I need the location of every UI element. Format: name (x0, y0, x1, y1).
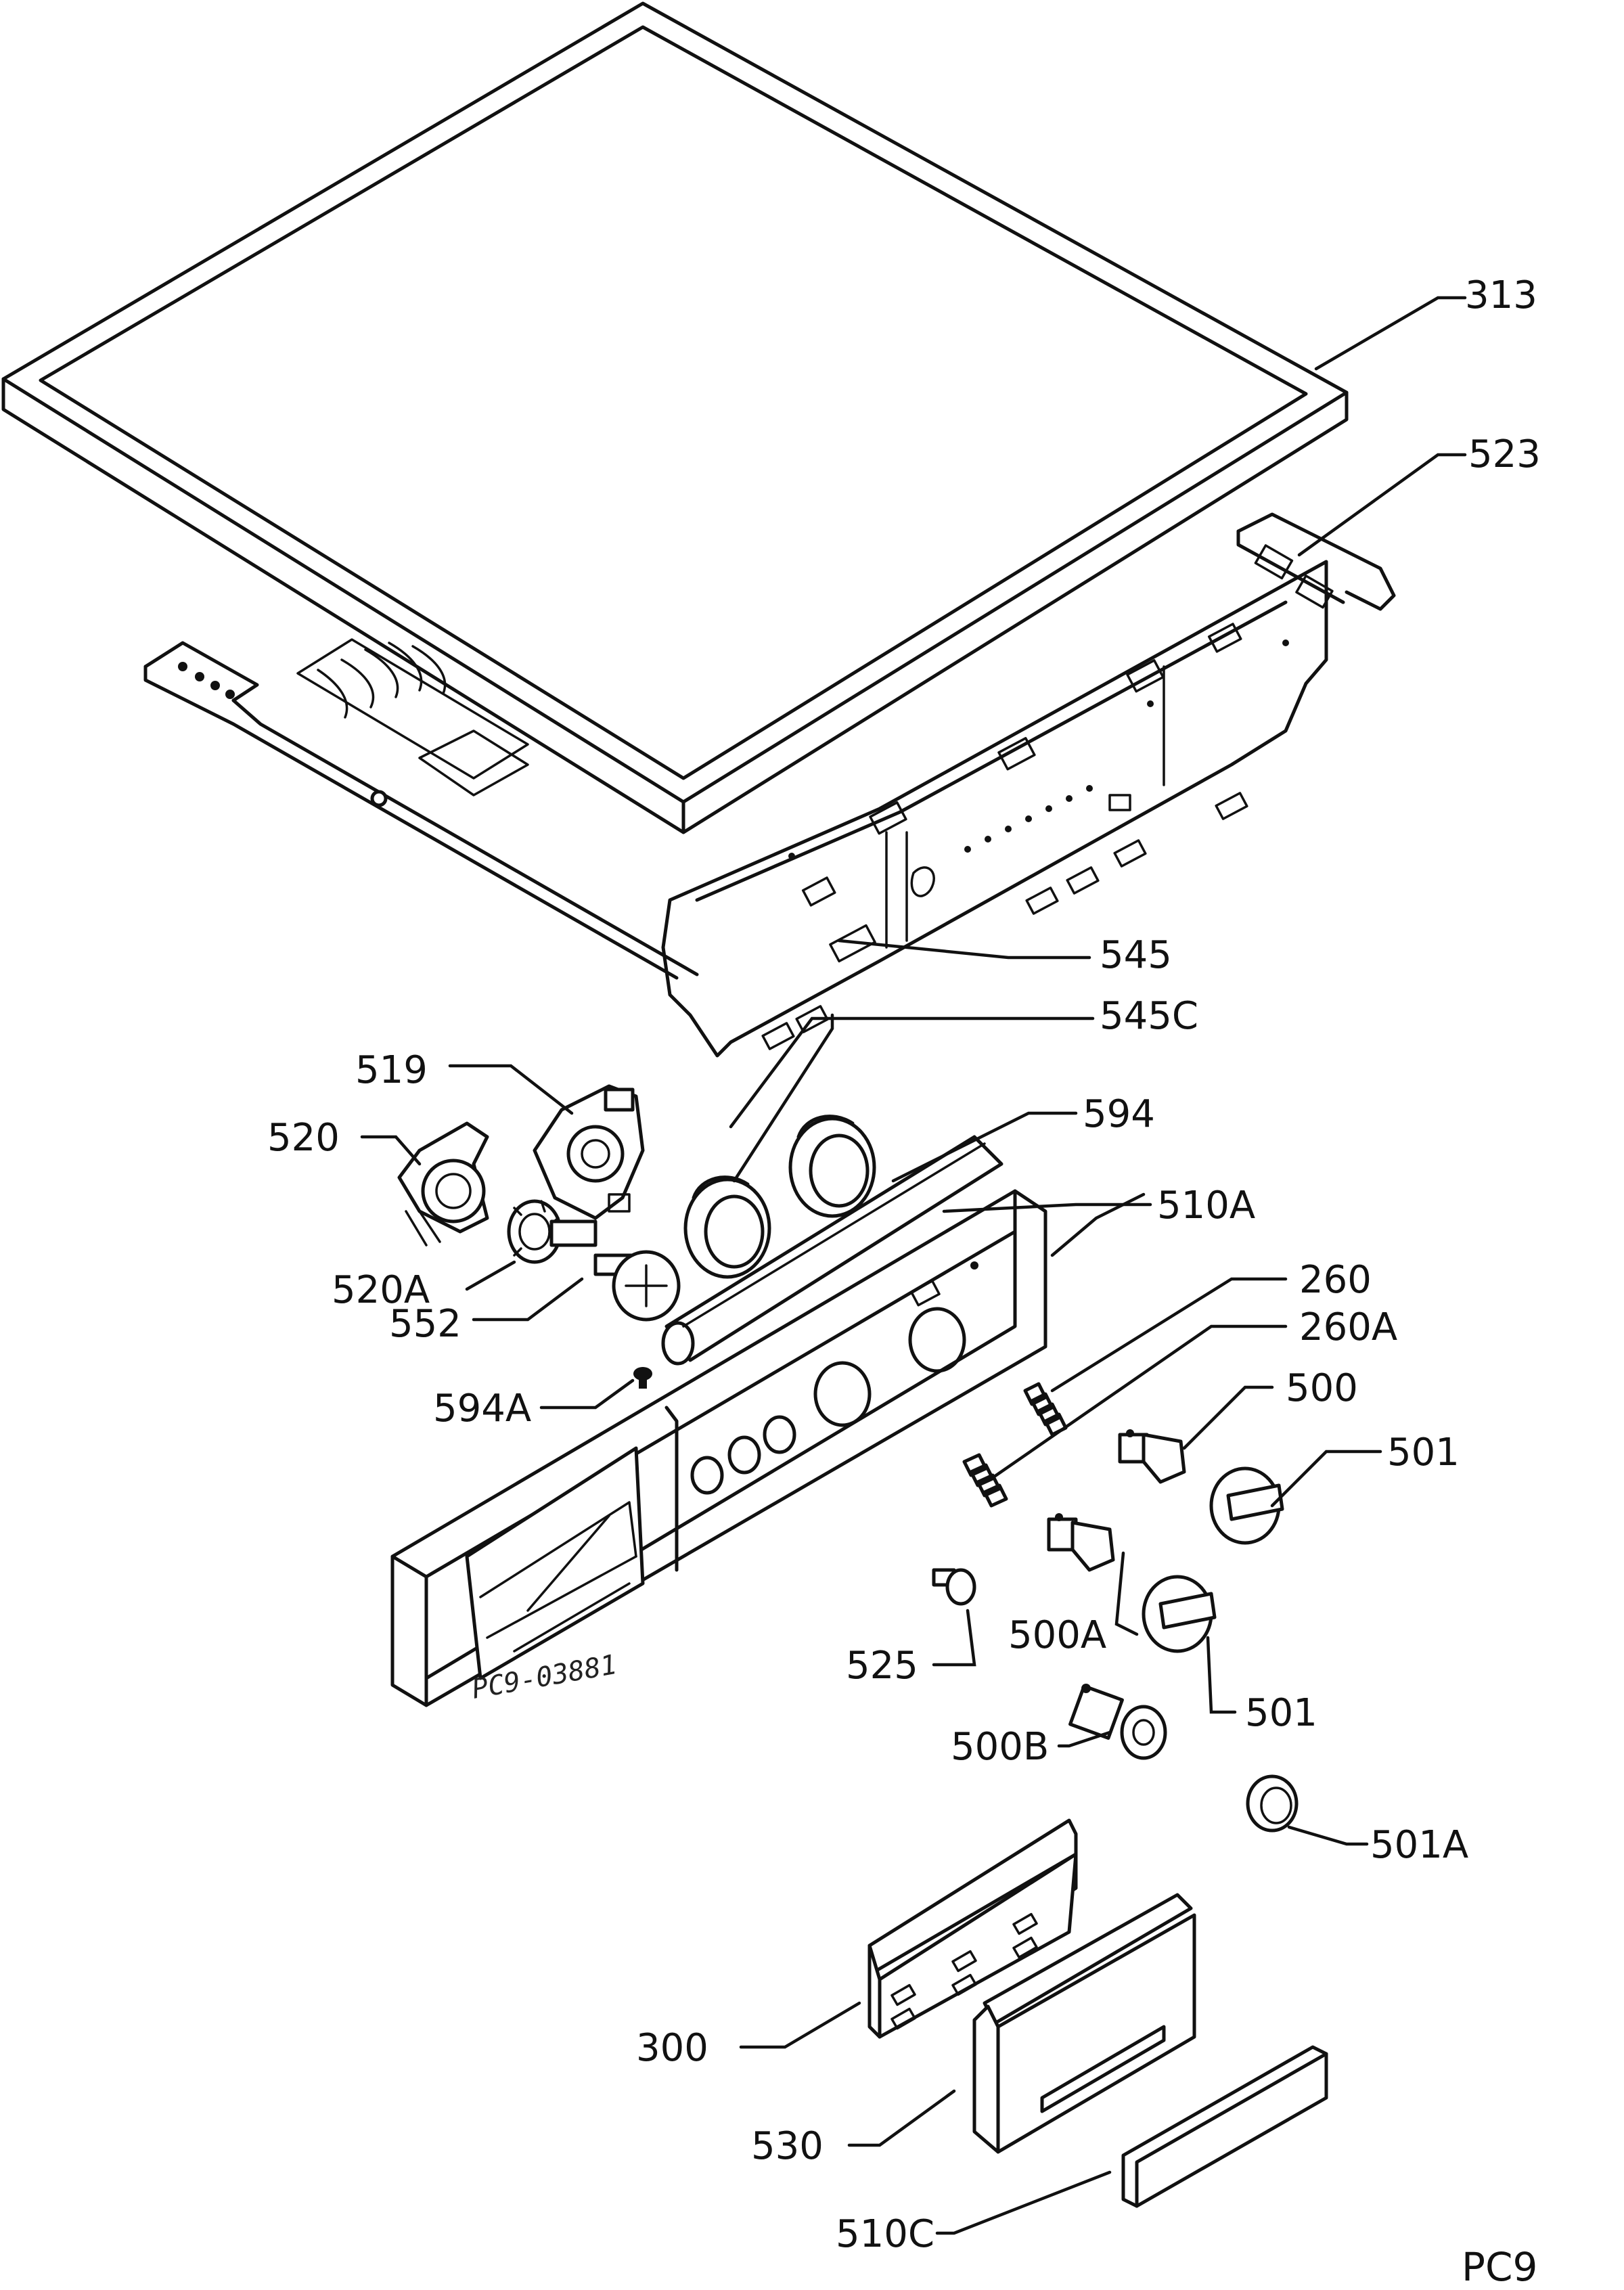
label-500: 500 (1286, 1366, 1358, 1410)
label-545c: 545C (1100, 994, 1198, 1038)
label-501-top: 501 (1387, 1431, 1460, 1475)
label-500a: 500A (1008, 1613, 1106, 1657)
part-300-plate (867, 1818, 1078, 2039)
part-510c-trim (1121, 2045, 1328, 2208)
part-545-ring (788, 1115, 876, 1218)
label-523: 523 (1468, 432, 1541, 476)
label-260: 260 (1299, 1258, 1372, 1302)
label-545: 545 (1100, 933, 1172, 977)
label-594a: 594A (433, 1387, 531, 1431)
part-501-knob-bottom (1142, 1575, 1217, 1653)
part-594a-screw (633, 1367, 652, 1389)
label-313: 313 (1465, 273, 1537, 317)
label-501-bottom: 501 (1245, 1691, 1317, 1735)
part-510a-control-panel: PC9-03881 (390, 1189, 1047, 1707)
label-500b: 500B (951, 1725, 1049, 1769)
part-501a-cap (1246, 1774, 1299, 1833)
part-545c-ring (683, 1175, 771, 1279)
page-code: PC9 (1462, 2244, 1537, 2290)
label-510c: 510C (836, 2212, 934, 2256)
label-594: 594 (1083, 1092, 1155, 1136)
part-260-spring (1023, 1382, 1068, 1437)
part-313-top-cover (1, 1, 1349, 834)
label-552: 552 (389, 1302, 461, 1346)
part-500-switch (1118, 1429, 1186, 1484)
part-552-spindle (593, 1250, 681, 1322)
label-519: 519 (355, 1048, 428, 1092)
label-525: 525 (846, 1644, 918, 1688)
leader-lines (360, 296, 1467, 2235)
part-501-knob-top (1209, 1466, 1284, 1545)
label-510a: 510A (1157, 1184, 1255, 1228)
part-500a-switch (1047, 1513, 1115, 1572)
label-501a: 501A (1370, 1823, 1468, 1867)
label-520a: 520A (332, 1268, 430, 1312)
part-260a-spring (962, 1453, 1008, 1508)
part-523-frame (143, 512, 1396, 1058)
part-520a-gear (507, 1199, 597, 1264)
part-594-bar (661, 1135, 1003, 1366)
label-300: 300 (636, 2026, 708, 2070)
part-525-pin (932, 1568, 976, 1606)
part-500b-lamp-holder (1068, 1684, 1167, 1760)
label-530: 530 (751, 2124, 824, 2168)
part-530-drawer-front (972, 1893, 1196, 2154)
part-labels: 313 523 545 545C 519 520 594 510A 520A 5… (267, 273, 1541, 2256)
label-260a: 260A (1299, 1305, 1397, 1349)
part-519-selector-housing (533, 1084, 645, 1220)
label-520: 520 (267, 1116, 340, 1160)
part-520-switch-bracket (397, 1121, 489, 1247)
